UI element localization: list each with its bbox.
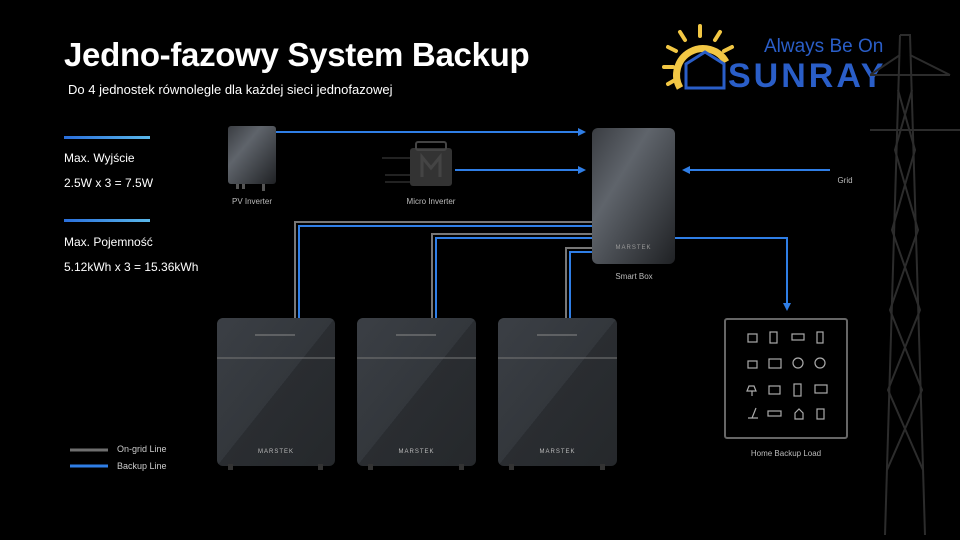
smart-box-label: Smart Box bbox=[615, 272, 653, 281]
power-tower-icon bbox=[870, 34, 960, 536]
micro-inverter-label: Micro Inverter bbox=[406, 197, 456, 206]
grid-label: Grid bbox=[837, 176, 853, 185]
legend-ongrid-label: On-grid Line bbox=[117, 444, 167, 454]
spec-divider bbox=[64, 136, 150, 139]
ongrid-line bbox=[565, 247, 592, 318]
arrow-icon bbox=[783, 303, 791, 311]
battery-brand: MARSTEK bbox=[257, 449, 294, 455]
home-backup-load-panel bbox=[724, 318, 848, 439]
arrow-icon bbox=[578, 166, 586, 174]
spec-output: Max. Wyjście 2.5W x 3 = 7.5W bbox=[64, 146, 153, 196]
backup-line bbox=[298, 225, 592, 318]
page-subtitle: Do 4 jednostek równolegle dla każdej sie… bbox=[68, 82, 393, 97]
home-load-label: Home Backup Load bbox=[750, 449, 822, 458]
spec-label: Max. Pojemność bbox=[64, 235, 153, 249]
pv-inverter-label: PV Inverter bbox=[231, 197, 272, 206]
ongrid-line bbox=[294, 221, 592, 318]
battery-unit bbox=[217, 318, 335, 470]
smart-box-brand: MARSTEK bbox=[615, 245, 652, 251]
spec-capacity: Max. Pojemność 5.12kWh x 3 = 15.36kWh bbox=[64, 230, 198, 280]
arrow-icon bbox=[578, 128, 586, 136]
sunray-logo-icon bbox=[662, 24, 734, 90]
backup-line bbox=[435, 237, 592, 318]
spec-divider bbox=[64, 219, 150, 222]
legend-backup-label: Backup Line bbox=[117, 461, 167, 471]
battery-unit bbox=[357, 318, 476, 470]
battery-unit bbox=[498, 318, 617, 470]
battery-brand: MARSTEK bbox=[539, 449, 576, 455]
battery-brand: MARSTEK bbox=[398, 449, 435, 455]
backup-line bbox=[569, 251, 592, 318]
logo-tagline: Always Be On bbox=[764, 36, 884, 57]
spec-value: 5.12kWh x 3 = 15.36kWh bbox=[64, 260, 199, 274]
micro-inverter bbox=[382, 141, 452, 186]
arrow-icon bbox=[682, 166, 690, 174]
spec-value: 2.5W x 3 = 7.5W bbox=[64, 176, 154, 190]
backup-line-load bbox=[675, 237, 788, 305]
spec-label: Max. Wyjście bbox=[64, 151, 135, 165]
micro-inverter-m-logo bbox=[420, 152, 442, 177]
logo-brand: SUNRAY bbox=[728, 57, 887, 95]
page-title: Jedno-fazowy System Backup bbox=[64, 36, 530, 73]
pv-inverter bbox=[228, 126, 276, 191]
ongrid-line bbox=[431, 233, 592, 318]
smart-box bbox=[592, 128, 675, 264]
